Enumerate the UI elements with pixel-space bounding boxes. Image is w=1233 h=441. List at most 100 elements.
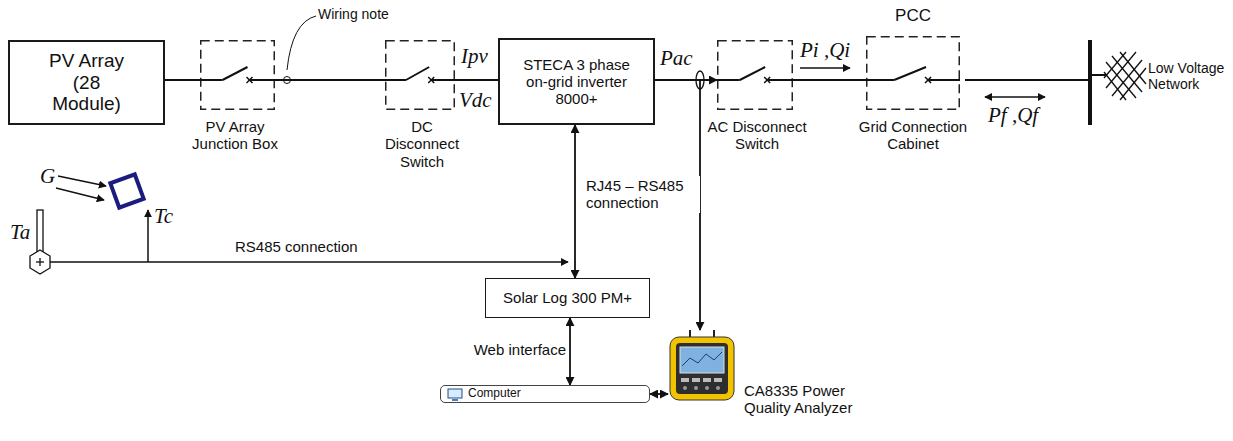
junction-box: PV Array Junction Box [185, 40, 285, 153]
network-symbol-part [1104, 52, 1126, 78]
switch-blade [223, 67, 248, 80]
thermometer [30, 210, 50, 274]
datalogger-box: Solar Log 300 PM+ [485, 278, 650, 318]
network-symbol-part [1120, 68, 1146, 100]
switch-wire [250, 79, 276, 81]
thermometer-part [30, 250, 50, 274]
network-label: Low Voltage Network [1148, 60, 1228, 92]
dashed-outline [201, 41, 275, 110]
power-flow-arrow [800, 68, 1045, 97]
screen-trace [682, 352, 722, 366]
dashed-outline [386, 41, 455, 110]
dashed-outline [718, 41, 793, 110]
power-analyzer: CA8335 Power Quality Analyzer [668, 330, 736, 402]
connector [650, 393, 668, 395]
inverter-box: STECA 3 phase on-grid inverter 8000+ [498, 38, 655, 125]
text-wrap: STECA 3 phase on-grid inverter 8000+ [514, 56, 639, 108]
wiring-note: Wiring note [318, 6, 389, 22]
analyzer-device [668, 330, 736, 402]
connector [574, 125, 576, 278]
computer-box: Computer [440, 385, 650, 403]
switch-symbol [866, 67, 960, 83]
signal-name: Vdc [459, 88, 492, 112]
connector [793, 79, 866, 81]
switch-symbol [200, 67, 275, 83]
signal-name: Pac [660, 46, 693, 70]
grid-wire-part [1090, 74, 1106, 76]
network-symbol [1104, 52, 1146, 100]
device-button [681, 378, 689, 382]
computer-icon [447, 388, 463, 401]
device-button [714, 378, 722, 382]
switch-wire [767, 79, 793, 81]
node-text: AC Disconnect Switch [707, 118, 807, 153]
connector [275, 79, 385, 81]
device-label: CA8335 Power Quality Analyzer [744, 382, 864, 417]
switch-wire [200, 79, 223, 81]
monitor-stand [452, 399, 458, 401]
network-symbol-part [1120, 52, 1146, 84]
switch-symbol [717, 40, 793, 110]
switch-blade [740, 67, 765, 80]
device-body [676, 343, 728, 394]
node-text: PV Array (28 Module) [37, 50, 137, 116]
switch-enclosure [200, 40, 275, 110]
node-text: Solar Log 300 PM+ [503, 289, 632, 306]
grid-wire-part [965, 79, 1090, 81]
device-button [692, 378, 700, 382]
device-button [694, 386, 698, 390]
switch-enclosure [385, 40, 455, 110]
device-button [703, 378, 711, 382]
node-text: Computer [468, 387, 521, 401]
device-screen [680, 347, 724, 373]
busbar [1088, 40, 1092, 125]
switch-wire [928, 79, 960, 81]
switch-enclosure [866, 36, 960, 110]
power-flow-arrow-part [800, 67, 850, 69]
switch-enclosure [717, 40, 793, 110]
switch-blade [406, 67, 429, 80]
switch-wire [431, 79, 455, 81]
pcc-heading: PCC [853, 6, 973, 26]
busbar-part [1088, 40, 1092, 125]
cell-temperature-wire [147, 210, 149, 262]
signal-name: Pi ,Qi [800, 38, 850, 62]
switch-wire [866, 79, 894, 81]
wiring-note-leader-part [287, 16, 316, 70]
signal-name: Ta [10, 220, 30, 244]
switch-symbol [200, 40, 275, 110]
power-flow-arrow-part [985, 96, 1045, 98]
node-text: PV Array Junction Box [185, 118, 285, 153]
signal-name: Ipv [461, 44, 488, 68]
switch-wire [385, 79, 406, 81]
connector [455, 79, 498, 81]
connector [165, 79, 200, 81]
signal-name: Pf ,Qf [988, 103, 1038, 127]
device-button [705, 386, 709, 390]
device-frame [670, 337, 734, 400]
grid-cabinet-box: PCCGrid Connection Cabinet [853, 36, 973, 153]
monitor [448, 389, 462, 398]
switch-symbol [717, 67, 793, 83]
dashed-outline [867, 37, 960, 110]
connector [700, 80, 717, 330]
cell-temperature-wire-part [147, 210, 149, 262]
switch-symbol [385, 67, 455, 83]
connector [569, 318, 571, 385]
thermometer-part [39, 258, 40, 266]
switch-symbol [866, 36, 960, 110]
device-button [716, 386, 720, 390]
irradiance-sensor-part [58, 176, 106, 186]
text-wrap: PV Array (28 Module) [37, 50, 137, 116]
node-text: STECA 3 phase on-grid inverter 8000+ [514, 56, 639, 108]
connector-label: Web interface [466, 340, 568, 359]
irradiance-sensor-part [110, 174, 143, 207]
bus-label: RS485 connection [235, 238, 358, 255]
grid-wire [965, 75, 1106, 80]
node-text: DC Disconnect Switch [372, 118, 472, 170]
switch-wire [717, 79, 740, 81]
dc-switch-box: DC Disconnect Switch [372, 40, 472, 170]
irradiance-sensor-part [56, 188, 104, 200]
